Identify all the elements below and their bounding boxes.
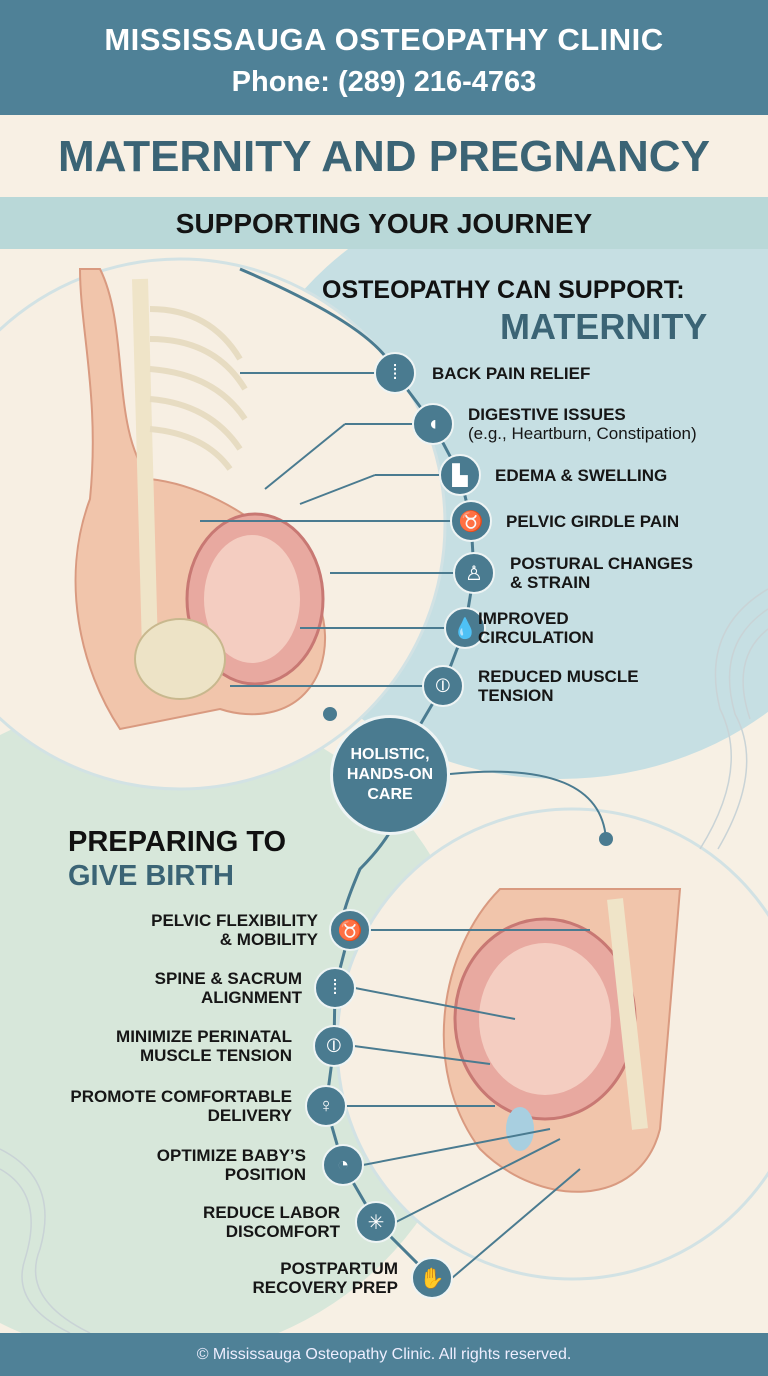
list-item: IMPROVED CIRCULATION: [478, 609, 594, 647]
list-item: EDEMA & SWELLING: [495, 466, 667, 485]
muscle-icon: ⦶: [313, 1025, 355, 1067]
drop-icon: 💧: [444, 607, 486, 649]
list-item-label: DIGESTIVE ISSUES: [468, 405, 626, 424]
spine-icon: ⁞: [374, 352, 416, 394]
body-icon: ♙: [453, 552, 495, 594]
list-item-label: REDUCED MUSCLE TENSION: [478, 667, 639, 705]
list-item: REDUCED MUSCLE TENSION: [478, 667, 639, 705]
subtitle-band: SUPPORTING YOUR JOURNEY: [0, 197, 768, 249]
pointer-lines: [200, 372, 607, 1279]
list-item-label: IMPROVED CIRCULATION: [478, 609, 594, 647]
list-item-label: PROMOTE COMFORTABLE DELIVERY: [70, 1087, 292, 1125]
list-item: REDUCE LABOR DISCOMFORT: [203, 1203, 340, 1241]
list-item: BACK PAIN RELIEF: [432, 364, 590, 383]
footer: © Mississauga Osteopathy Clinic. All rig…: [0, 1333, 768, 1376]
page-title: MATERNITY AND PREGNANCY: [58, 132, 710, 181]
list-item-label: SPINE & SACRUM ALIGNMENT: [154, 969, 302, 1007]
holistic-care-badge: HOLISTIC, HANDS-ON CARE: [330, 715, 450, 835]
hand-care-icon: ✋: [411, 1257, 453, 1299]
list-item-label: BACK PAIN RELIEF: [432, 363, 591, 383]
list-item: PELVIC FLEXIBILITY & MOBILITY: [151, 911, 318, 949]
baby-icon: ◔: [322, 1144, 364, 1186]
list-item-label: PELVIC GIRDLE PAIN: [506, 511, 680, 531]
pelvis-icon: ♉: [329, 909, 371, 951]
clinic-phone: Phone: (289) 216-4763: [231, 66, 537, 98]
list-item-label: MINIMIZE PERINATAL MUSCLE TENSION: [116, 1027, 292, 1065]
list-item-sublabel: (e.g., Heartburn, Constipation): [468, 424, 697, 443]
maternity-heading-accent: MATERNITY: [500, 306, 708, 347]
list-item: POSTURAL CHANGES & STRAIN: [510, 554, 693, 592]
list-item-label: EDEMA & SWELLING: [495, 465, 668, 485]
birth-heading-accent: GIVE BIRTH: [68, 860, 234, 892]
pregnancy-anatomy-illustration: [74, 268, 327, 731]
list-item-label: POSTPARTUM RECOVERY PREP: [252, 1259, 399, 1297]
title-band: MATERNITY AND PREGNANCY: [0, 115, 768, 197]
decorative-waves: [0, 588, 768, 1333]
list-item-label: REDUCE LABOR DISCOMFORT: [203, 1203, 340, 1241]
list-item: POSTPARTUM RECOVERY PREP: [253, 1259, 399, 1297]
list-item: PELVIC GIRDLE PAIN: [506, 512, 679, 531]
list-item: OPTIMIZE BABY’S POSITION: [157, 1146, 306, 1184]
list-item: PROMOTE COMFORTABLE DELIVERY: [70, 1087, 292, 1125]
list-item: SPINE & SACRUM ALIGNMENT: [155, 969, 302, 1007]
list-item-label: OPTIMIZE BABY’S POSITION: [156, 1146, 306, 1184]
list-item-label: PELVIC FLEXIBILITY & MOBILITY: [151, 911, 318, 949]
foot-icon: ▙: [439, 454, 481, 496]
list-item: MINIMIZE PERINATAL MUSCLE TENSION: [116, 1027, 292, 1065]
page-subtitle: SUPPORTING YOUR JOURNEY: [175, 208, 593, 239]
spine-icon: ⁞: [314, 967, 356, 1009]
relief-icon: ✳: [355, 1201, 397, 1243]
pelvis-icon: ♉: [450, 500, 492, 542]
maternity-heading: OSTEOPATHY CAN SUPPORT:: [322, 276, 685, 304]
muscle-icon: ⦶: [422, 665, 464, 707]
list-item: DIGESTIVE ISSUES(e.g., Heartburn, Consti…: [468, 405, 697, 443]
stomach-icon: ◖: [412, 403, 454, 445]
birth-heading: PREPARING TO: [68, 826, 287, 858]
clinic-name: MISSISSAUGA OSTEOPATHY CLINIC: [104, 22, 664, 57]
holistic-care-label: HOLISTIC, HANDS-ON CARE: [346, 746, 434, 803]
list-item-label: POSTURAL CHANGES & STRAIN: [510, 554, 693, 592]
birth-anatomy-illustration: [442, 888, 682, 1193]
pregnant-icon: ♀: [305, 1085, 347, 1127]
header-banner: MISSISSAUGA OSTEOPATHY CLINIC Phone: (28…: [0, 0, 768, 115]
